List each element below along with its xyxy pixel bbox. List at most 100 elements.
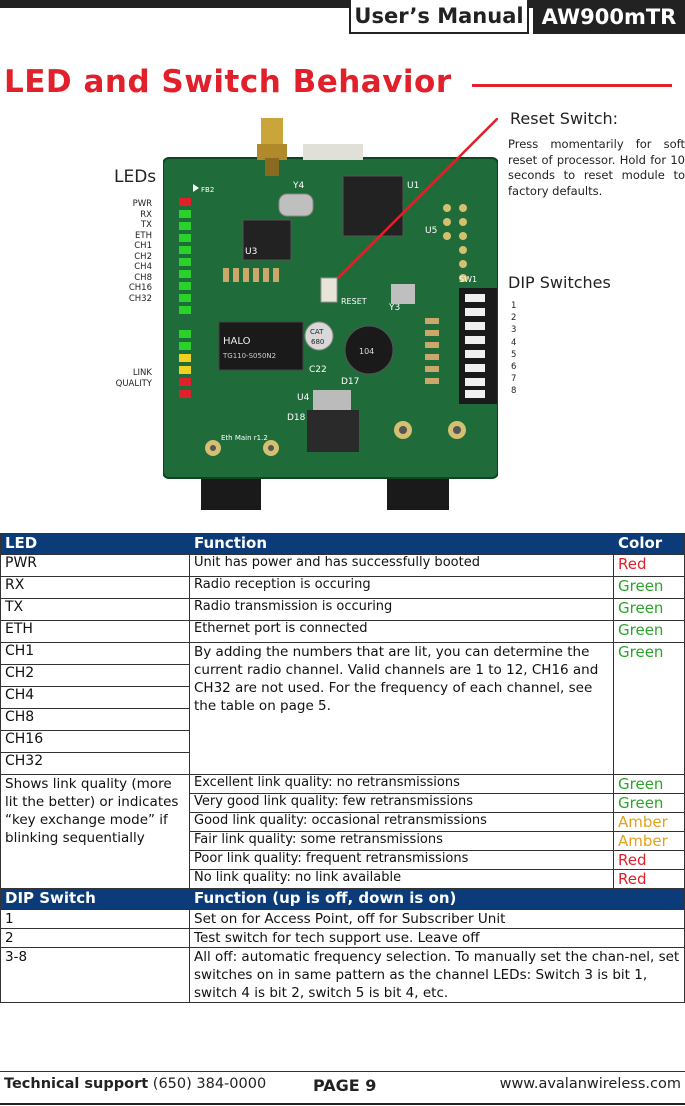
reset-switch-description: Press momentarily for soft reset of proc…: [508, 137, 685, 198]
led-label: CH16: [128, 283, 152, 293]
dip-number: 5: [511, 349, 517, 360]
led-function: Radio reception is occuring: [189, 576, 614, 599]
link-color: Amber: [613, 812, 685, 832]
section-title: LED and Switch Behavior: [4, 64, 452, 100]
label-y4: Y4: [292, 181, 304, 191]
table-row: CH4: [0, 686, 685, 709]
reset-switch-title: Reset Switch:: [510, 109, 619, 128]
link-color: Green: [613, 793, 685, 813]
led-color: Green: [613, 620, 685, 643]
footer-website: www.avalanwireless.com: [499, 1076, 681, 1092]
table-row: 1 Set on for Access Point, off for Subsc…: [0, 909, 685, 929]
led-label: CH1: [134, 241, 152, 251]
label-u4: U4: [297, 393, 310, 403]
dip-switches-title: DIP Switches: [508, 273, 611, 292]
led-name: ETH: [0, 620, 190, 643]
dip-number: 8: [511, 386, 517, 397]
dip-function: Set on for Access Point, off for Subscri…: [189, 909, 685, 929]
footer-rule: [0, 1071, 685, 1072]
table-row: RX Radio reception is occuring Green: [0, 576, 685, 599]
link-function: Excellent link quality: no retransmissio…: [189, 774, 614, 794]
label-y3: Y3: [388, 303, 400, 313]
link-quality-label: LINK QUALITY: [100, 368, 152, 390]
label-sw1: SW1: [459, 275, 477, 284]
label-reset: RESET: [341, 297, 367, 306]
led-label: CH4: [134, 262, 152, 272]
header-function: Function: [189, 533, 614, 555]
table-row: CH1 By adding the numbers that are lit, …: [0, 642, 685, 775]
led-color: Green: [613, 576, 685, 599]
footer-support: Technical support (650) 384-0000: [4, 1076, 266, 1092]
table-row: PWR Unit has power and has successfully …: [0, 554, 685, 577]
link-quality-label-line: QUALITY: [115, 379, 152, 389]
led-switch-table: LED Function Color PWR Unit has power an…: [0, 533, 685, 1003]
title-rule: [472, 84, 672, 87]
label-d17: D17: [341, 377, 359, 387]
led-label-list: PWR RX TX ETH CH1 CH2 CH4 CH8 CH16 CH32: [100, 199, 152, 304]
label-d18: D18: [287, 413, 306, 423]
dip-number: 4: [511, 337, 517, 348]
top-bar: [0, 0, 685, 8]
led-label: CH8: [134, 272, 152, 283]
label-cap-a: CAT: [310, 328, 324, 336]
link-color: Green: [613, 774, 685, 794]
led-color: Green: [613, 598, 685, 621]
dip-number: 3: [511, 325, 517, 336]
link-quality-description: Shows link quality (more lit the better)…: [0, 774, 190, 889]
led-label: ETH: [135, 230, 152, 241]
label-fb2: FB2: [201, 186, 214, 194]
table-row: ETH Ethernet port is connected Green: [0, 620, 685, 643]
led-label: PWR: [132, 199, 152, 209]
label-halo: HALO: [223, 336, 251, 347]
header-dip-function: Function (up is off, down is on): [189, 888, 685, 910]
label-cap-b: 680: [311, 338, 324, 346]
dip-number: 1: [511, 301, 517, 311]
channel-color: Green: [613, 642, 685, 775]
dip-number: 7: [511, 374, 517, 385]
label-c22: C22: [309, 365, 327, 375]
header-manual: User’s Manual: [349, 0, 529, 34]
table-row: CH32: [0, 752, 685, 775]
leds-title: LEDs: [114, 167, 157, 187]
page-number: PAGE 9: [313, 1076, 377, 1095]
link-color: Amber: [613, 831, 685, 851]
support-phone: (650) 384-0000: [152, 1076, 267, 1092]
dip-function: Test switch for tech support use. Leave …: [189, 928, 685, 948]
label-u1: U1: [407, 181, 419, 191]
dip-number-list: 1 2 3 4 5 6 7 8: [511, 300, 523, 398]
dip-switch-id: 2: [0, 928, 190, 948]
circuit-board-image: Y4 U1 U3 U5 RESET Y3 SW1 HALO TG110-S050…: [163, 118, 498, 510]
led-function: Ethernet port is connected: [189, 620, 614, 643]
table-header-row: LED Function Color: [0, 533, 685, 555]
led-label: RX: [140, 209, 152, 220]
link-function: Fair link quality: some retransmissions: [189, 831, 614, 851]
label-inductor: 104: [359, 347, 374, 356]
header-dip-switch: DIP Switch: [0, 888, 190, 910]
led-name: CH1: [0, 642, 190, 665]
led-label: CH32: [128, 293, 152, 304]
link-quality-label-line: LINK: [132, 368, 152, 378]
label-u5: U5: [425, 226, 437, 236]
led-name: TX: [0, 598, 190, 621]
led-name: CH2: [0, 664, 190, 687]
link-function: Poor link quality: frequent retransmissi…: [189, 850, 614, 870]
led-name: CH32: [0, 752, 190, 775]
dip-switch-id: 1: [0, 909, 190, 929]
table-row: 3-8 All off: automatic frequency selecti…: [0, 947, 685, 1003]
led-label: CH2: [134, 251, 152, 262]
dip-header-row: DIP Switch Function (up is off, down is …: [0, 888, 685, 910]
led-name: PWR: [0, 554, 190, 577]
table-row: TX Radio transmission is occuring Green: [0, 598, 685, 621]
led-function: Unit has power and has successfully boot…: [189, 554, 614, 577]
header-led: LED: [0, 533, 190, 555]
dip-number: 2: [511, 313, 517, 324]
table-row: Shows link quality (more lit the better)…: [0, 774, 685, 889]
footer-bottom-rule: [0, 1103, 685, 1105]
channel-function: By adding the numbers that are lit, you …: [189, 642, 614, 775]
dip-function: All off: automatic frequency selection. …: [189, 947, 685, 1003]
led-color: Red: [613, 554, 685, 577]
link-color: Red: [613, 869, 685, 889]
table-row: 2 Test switch for tech support use. Leav…: [0, 928, 685, 948]
link-function: No link quality: no link available: [189, 869, 614, 889]
header-color: Color: [613, 533, 685, 555]
